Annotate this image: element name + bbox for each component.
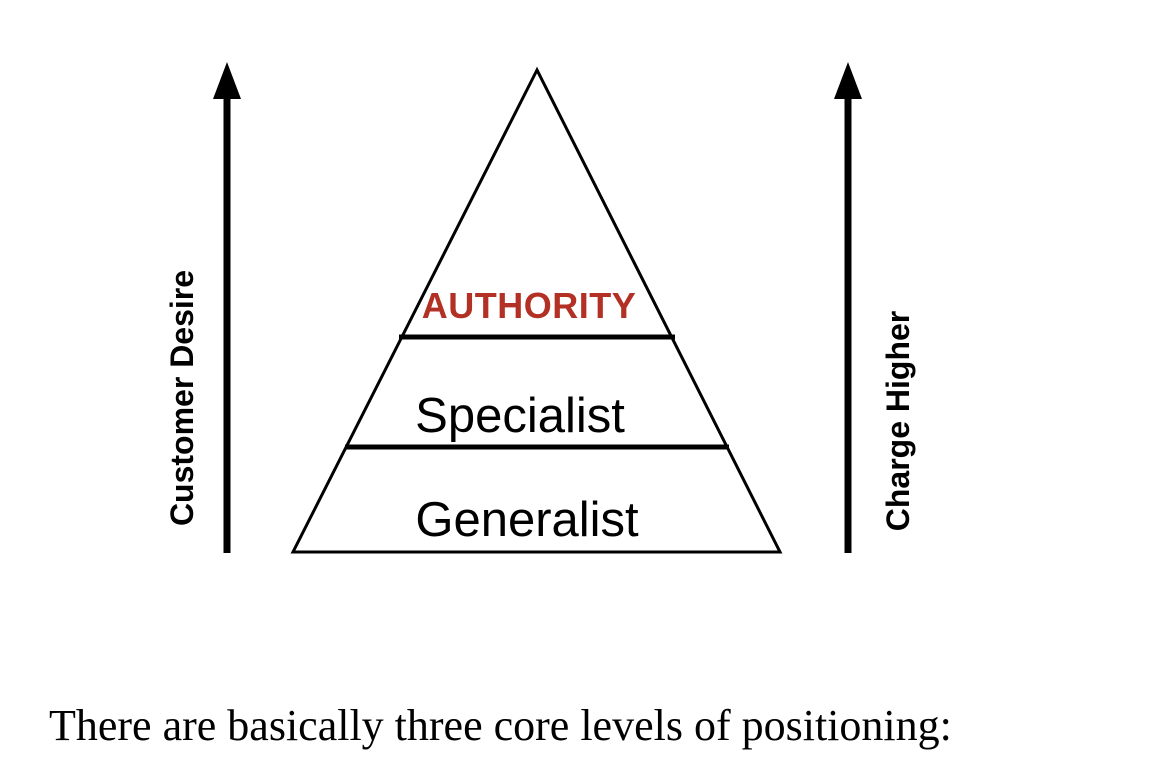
pyramid-level-authority: AUTHORITY <box>421 285 637 326</box>
pyramid-level-generalist: Generalist <box>415 493 639 547</box>
left-axis-label: Customer Desire <box>164 269 200 527</box>
pyramid-level-specialist: Specialist <box>415 389 625 443</box>
right-axis-label: Charge Higher <box>880 310 916 532</box>
caption-text: There are basically three core levels of… <box>49 701 952 750</box>
pyramid-outline <box>290 66 783 554</box>
up-arrow-left <box>213 62 241 553</box>
up-arrow-right-head-icon <box>834 62 862 99</box>
diagram-shapes <box>213 62 862 554</box>
up-arrow-left-head-icon <box>213 62 241 99</box>
up-arrow-right <box>834 62 862 553</box>
